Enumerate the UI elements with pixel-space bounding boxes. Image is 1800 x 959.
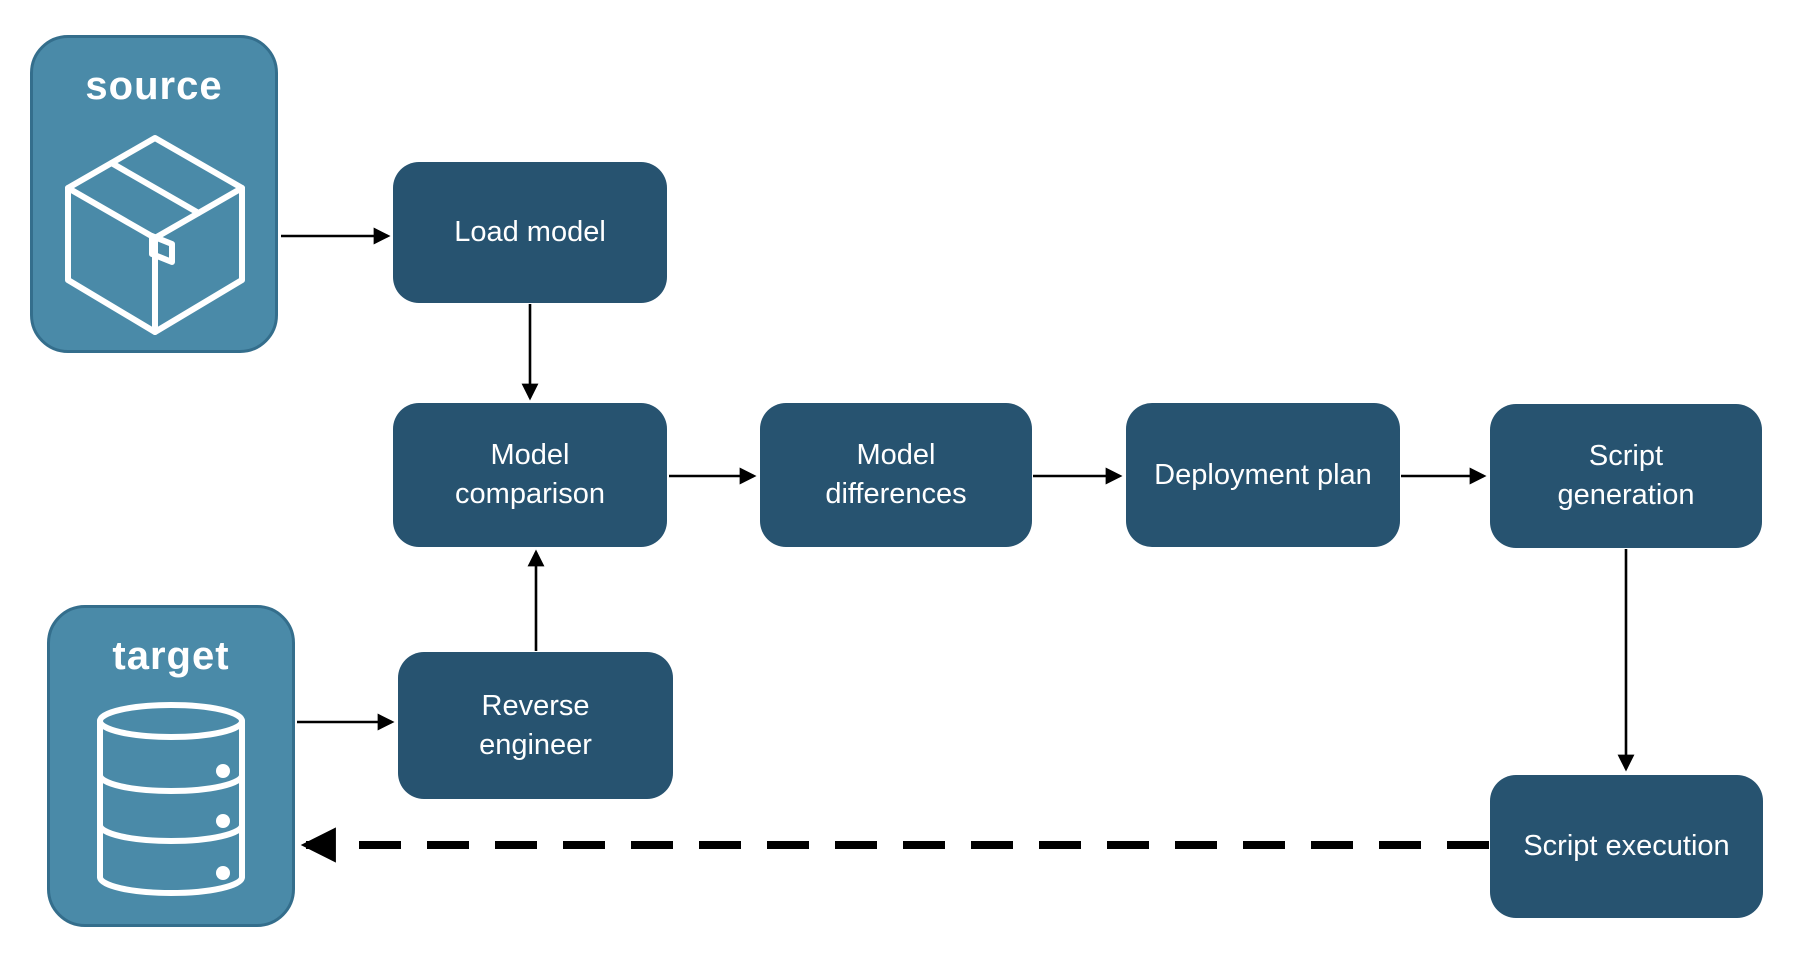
database-icon xyxy=(97,702,245,896)
endpoint-source-label: source xyxy=(85,64,223,108)
node-reverse-engineer-label: Reverse engineer xyxy=(479,689,592,761)
node-model-differences-label: Model differences xyxy=(825,439,967,510)
node-model-comparison: Model comparison xyxy=(393,403,667,547)
package-icon xyxy=(65,135,245,335)
endpoint-source: source xyxy=(30,35,278,353)
node-load-model-label: Load model xyxy=(454,216,606,248)
node-reverse-engineer: Reverse engineer xyxy=(398,652,673,799)
endpoint-target: target xyxy=(47,605,295,927)
node-script-generation-label: Script generation xyxy=(1557,440,1695,511)
node-script-execution: Script execution xyxy=(1490,775,1763,918)
node-load-model: Load model xyxy=(393,162,667,303)
node-script-execution-label: Script execution xyxy=(1523,830,1730,862)
node-script-generation: Script generation xyxy=(1490,404,1762,548)
endpoint-target-label: target xyxy=(112,634,230,678)
node-deployment-plan-label: Deployment plan xyxy=(1154,458,1372,491)
node-deployment-plan: Deployment plan xyxy=(1126,403,1400,547)
node-model-comparison-label: Model comparison xyxy=(455,439,605,510)
node-model-differences: Model differences xyxy=(760,403,1032,547)
